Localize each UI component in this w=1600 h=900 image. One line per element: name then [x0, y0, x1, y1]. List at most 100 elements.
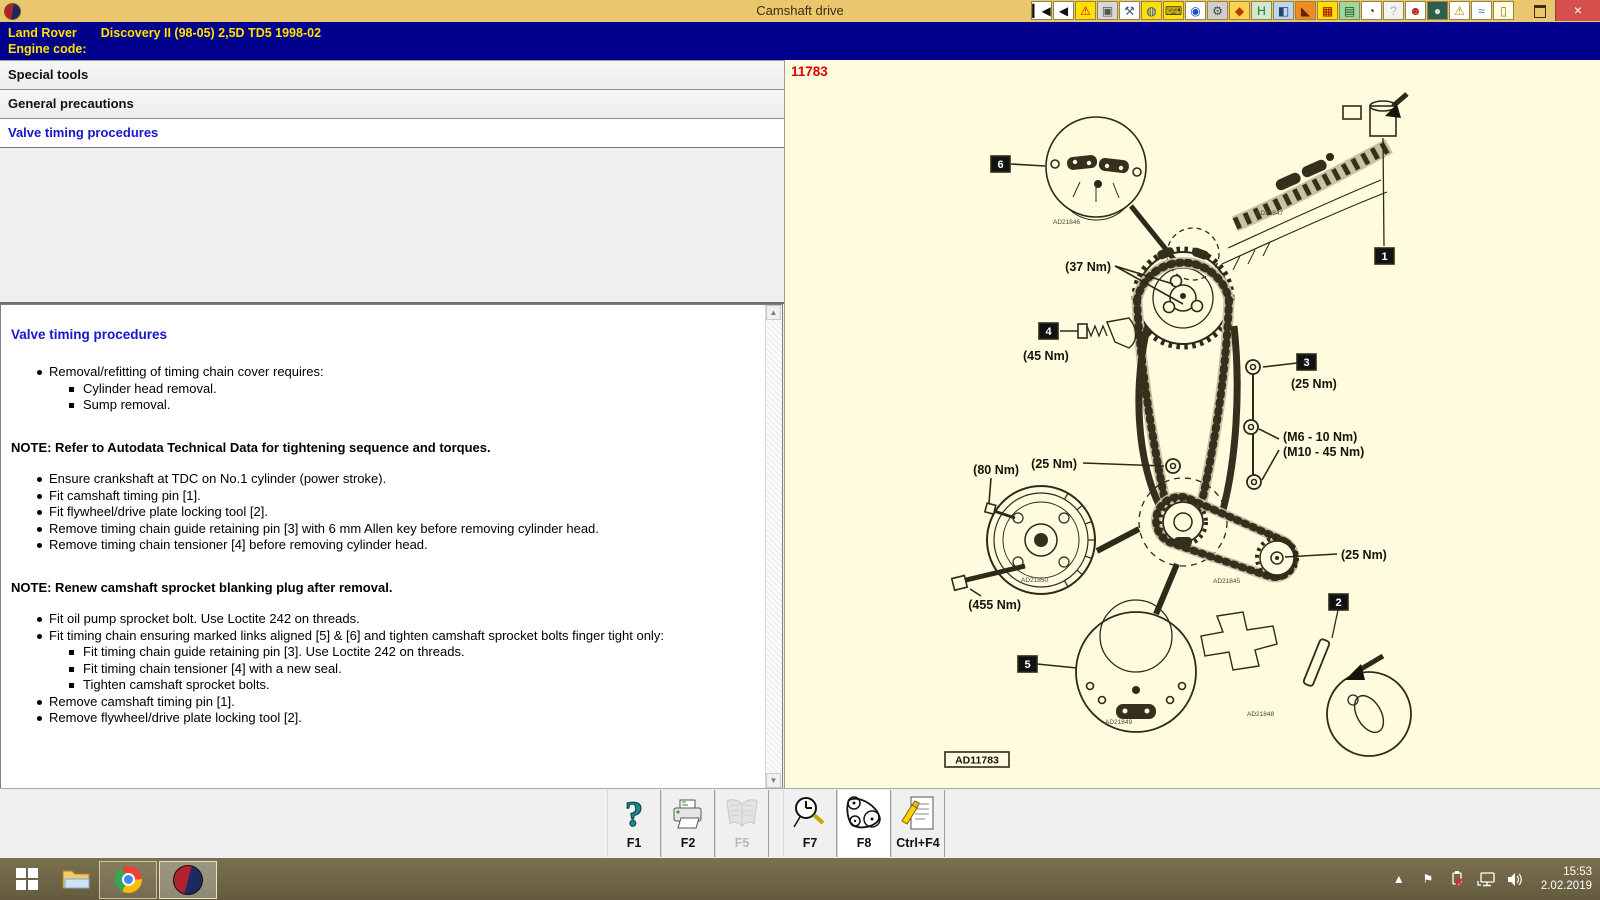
- bullet-item: Remove camshaft timing pin [1].: [1, 694, 765, 710]
- fn-button-service-times[interactable]: F7: [783, 790, 837, 857]
- hidden-icons-chevron[interactable]: ▲: [1392, 872, 1405, 886]
- nav-first-icon[interactable]: ▎◀: [1031, 1, 1052, 20]
- service-gauge-icon[interactable]: ◔: [1361, 1, 1382, 20]
- bullet-list: Fit oil pump sprocket bolt. Use Loctite …: [1, 611, 765, 726]
- network-icon[interactable]: [1477, 871, 1495, 887]
- close-window-button[interactable]: ×: [1555, 0, 1600, 21]
- manual-icon: [723, 794, 761, 834]
- part-code-inset1: AD21847: [1256, 210, 1283, 217]
- action-center-flag-icon[interactable]: ⚑: [1422, 872, 1434, 886]
- taskbar-autodata[interactable]: [159, 861, 217, 899]
- taskbar-file-explorer[interactable]: [54, 858, 98, 900]
- volume-icon[interactable]: [1506, 871, 1524, 887]
- usb-error-icon[interactable]: [1448, 871, 1466, 887]
- pump-tool-icon[interactable]: ⚙: [1207, 1, 1228, 20]
- fn-button-print[interactable]: F2: [661, 790, 715, 857]
- hazard-warning-icon[interactable]: ⚠: [1075, 1, 1096, 20]
- torque-cam-sprocket: (37 Nm): [1065, 260, 1111, 274]
- sidebar-item-valve-timing-procedures[interactable]: Valve timing procedures: [0, 119, 784, 148]
- sidebar-item-label: Valve timing procedures: [8, 125, 159, 140]
- print-icon: [669, 794, 707, 834]
- title-bar: Camshaft drive ▎◀◀⚠▣⚒◍⌨◉⚙◆H◧◣▦▤◔?☻●⚠≈▯ ×: [0, 0, 1600, 22]
- torque-callout-lines: [1060, 265, 1298, 481]
- fn-button-label: F2: [680, 836, 696, 850]
- vehicle-model: Discovery II (98-05) 2,5D TD5 1998-02: [100, 26, 322, 40]
- inset-cam-marked-links: [1010, 116, 1179, 265]
- crankshaft-pulley: [950, 477, 1141, 597]
- printer-unit-icon[interactable]: ▤: [1339, 1, 1360, 20]
- sidebar-item-special-tools[interactable]: Special tools: [0, 61, 784, 90]
- bullet-item: Fit flywheel/drive plate locking tool [2…: [1, 504, 765, 520]
- fn-button-help[interactable]: ? F1: [607, 790, 661, 857]
- figure-code: AD11783: [955, 755, 999, 767]
- scroll-down-button[interactable]: ▼: [766, 773, 781, 788]
- callout-box-4: [1038, 322, 1059, 340]
- note-text: NOTE: Renew camshaft sprocket blanking p…: [11, 580, 393, 595]
- vehicle-lift-icon[interactable]: H: [1251, 1, 1272, 20]
- internet-icon[interactable]: ◍: [1141, 1, 1162, 20]
- radio-code-icon[interactable]: ▦: [1317, 1, 1338, 20]
- callout-box-3: [1296, 353, 1317, 371]
- cd-rom-icon[interactable]: ◉: [1185, 1, 1206, 20]
- switch-panel-icon[interactable]: ▯: [1493, 1, 1514, 20]
- help-disabled-icon[interactable]: ?: [1383, 1, 1404, 20]
- sub-bullet-item: Tighten camshaft sprocket bolts.: [1, 677, 765, 693]
- warning-car-icon[interactable]: ⚠: [1449, 1, 1470, 20]
- road-test-icon[interactable]: ◆: [1229, 1, 1250, 20]
- bullet-item: Removal/refitting of timing chain cover …: [1, 364, 765, 380]
- callout-1: 1: [1381, 251, 1387, 263]
- help-icon: ?: [615, 793, 653, 834]
- car-hoist-icon[interactable]: ◧: [1273, 1, 1294, 20]
- abs-unit-icon[interactable]: ●: [1427, 1, 1448, 20]
- start-button[interactable]: [0, 858, 54, 900]
- bullet-item: Ensure crankshaft at TDC on No.1 cylinde…: [1, 471, 765, 487]
- window-title: Camshaft drive: [756, 3, 844, 18]
- folder-icon: [62, 870, 90, 889]
- callout-box-5: [1017, 655, 1038, 673]
- callout-2: 2: [1335, 597, 1341, 609]
- app-logo-icon: [4, 3, 21, 20]
- wiring-diagram-icon[interactable]: ≈: [1471, 1, 1492, 20]
- fn-button-drive-belts[interactable]: F8: [837, 790, 891, 857]
- callout-5: 5: [1024, 659, 1030, 671]
- nav-back-icon[interactable]: ◀: [1053, 1, 1074, 20]
- clock-time: 15:53: [1563, 866, 1592, 878]
- torque-oil-pump: (25 Nm): [1341, 548, 1387, 562]
- part-code-inset5: AD21849: [1105, 719, 1132, 726]
- sidebar-item-label: General precautions: [8, 96, 134, 111]
- sidebar-item-general-precautions[interactable]: General precautions: [0, 90, 784, 119]
- drive-belts-icon: [845, 794, 883, 834]
- vehicle-header: Land Rover Discovery II (98-05) 2,5D TD5 …: [0, 22, 1600, 60]
- taskbar-chrome[interactable]: [99, 861, 157, 899]
- note-text: NOTE: Refer to Autodata Technical Data f…: [11, 440, 491, 455]
- bullet-list: Removal/refitting of timing chain cover …: [1, 364, 765, 413]
- input-device-icon[interactable]: ⌨: [1163, 1, 1184, 20]
- airbag-icon[interactable]: ☻: [1405, 1, 1426, 20]
- bullet-item: Fit oil pump sprocket bolt. Use Loctite …: [1, 611, 765, 627]
- scroll-up-button[interactable]: ▲: [766, 305, 781, 320]
- inset-flywheel-locking-tool: [1200, 609, 1412, 757]
- fn-button-label: F1: [626, 836, 642, 850]
- part-code-inset2: AD21848: [1247, 711, 1274, 718]
- fn-button-notes[interactable]: Ctrl+F4: [891, 790, 945, 857]
- taskbar-clock[interactable]: 15:53 2.02.2019: [1541, 865, 1592, 893]
- fn-button-label: F8: [856, 836, 872, 850]
- spray-gun-icon[interactable]: ◣: [1295, 1, 1316, 20]
- sub-bullet-item: Fit timing chain guide retaining pin [3]…: [1, 644, 765, 660]
- torque-guide-top: (25 Nm): [1291, 377, 1337, 391]
- callout-box-6: [990, 155, 1011, 173]
- oil-pump-sprocket: [1255, 536, 1338, 580]
- chrome-icon: [114, 866, 142, 893]
- sub-bullet-item: Cylinder head removal.: [1, 381, 765, 397]
- procedure-content-box: Valve timing procedures Removal/refittin…: [0, 304, 783, 789]
- torque-m6: (M6 - 10 Nm): [1283, 430, 1357, 444]
- content-scrollbar[interactable]: ▲ ▼: [765, 305, 782, 788]
- restore-window-button[interactable]: [1525, 1, 1555, 21]
- figure-code-box: [944, 751, 1010, 768]
- window-module-icon[interactable]: ▣: [1097, 1, 1118, 20]
- inset-crank-marked-link: [1036, 562, 1197, 733]
- window-controls: ×: [1525, 0, 1600, 22]
- vehicle-make: Land Rover: [8, 26, 77, 40]
- repair-tools-icon[interactable]: ⚒: [1119, 1, 1140, 20]
- callout-4: 4: [1045, 326, 1052, 338]
